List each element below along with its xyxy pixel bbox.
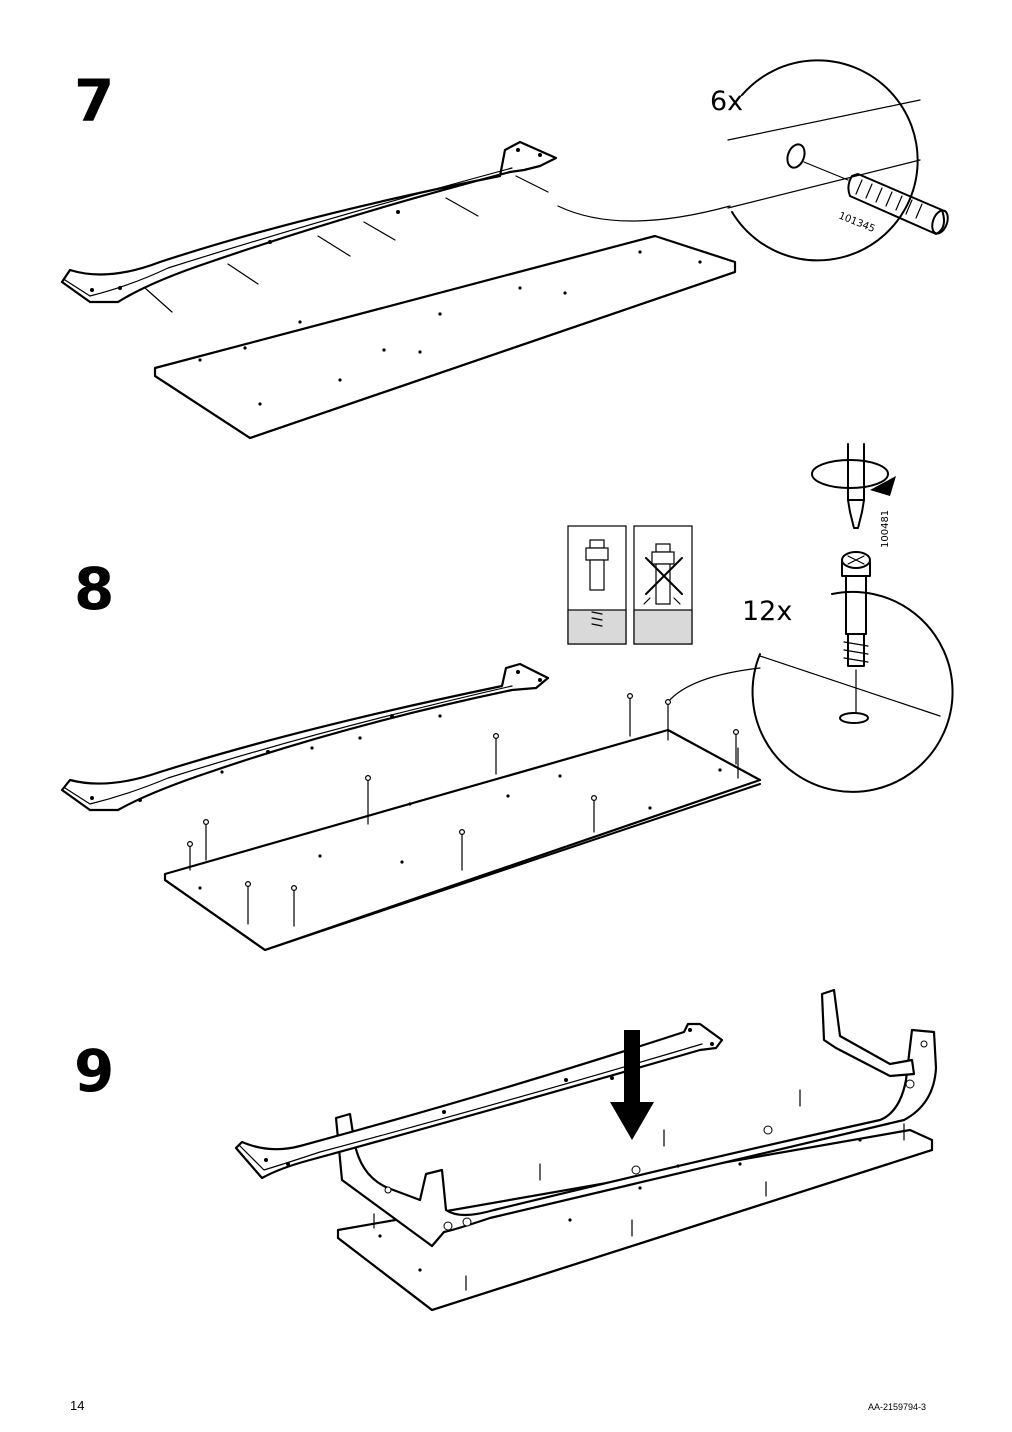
- step-7-part-number: 101345: [837, 211, 877, 236]
- step-9-illustration: [234, 988, 938, 1312]
- down-arrow-icon: [610, 1030, 654, 1140]
- step-8-quantity: 12x: [742, 596, 793, 627]
- rotate-arrow-icon: [811, 459, 896, 496]
- dowel-icon: [847, 173, 949, 235]
- step-8-illustration: 100481: [60, 443, 954, 952]
- document-code: AA-2159794-3: [868, 1402, 927, 1412]
- step-9-number: 9: [74, 1037, 115, 1105]
- step-7-illustration: 101345: [60, 59, 949, 440]
- step-7-number: 7: [74, 67, 115, 135]
- screwdriver-icon: [847, 443, 865, 529]
- step-8-number: 8: [74, 555, 115, 623]
- dowel-icon: [144, 175, 549, 313]
- step-8-part-number: 100481: [880, 510, 891, 548]
- step-7-quantity: 6x: [710, 86, 744, 117]
- cam-bolt-icon: [841, 551, 871, 713]
- incorrect-icon: [633, 525, 693, 645]
- page-number: 14: [70, 1398, 85, 1413]
- correct-icon: [567, 525, 627, 645]
